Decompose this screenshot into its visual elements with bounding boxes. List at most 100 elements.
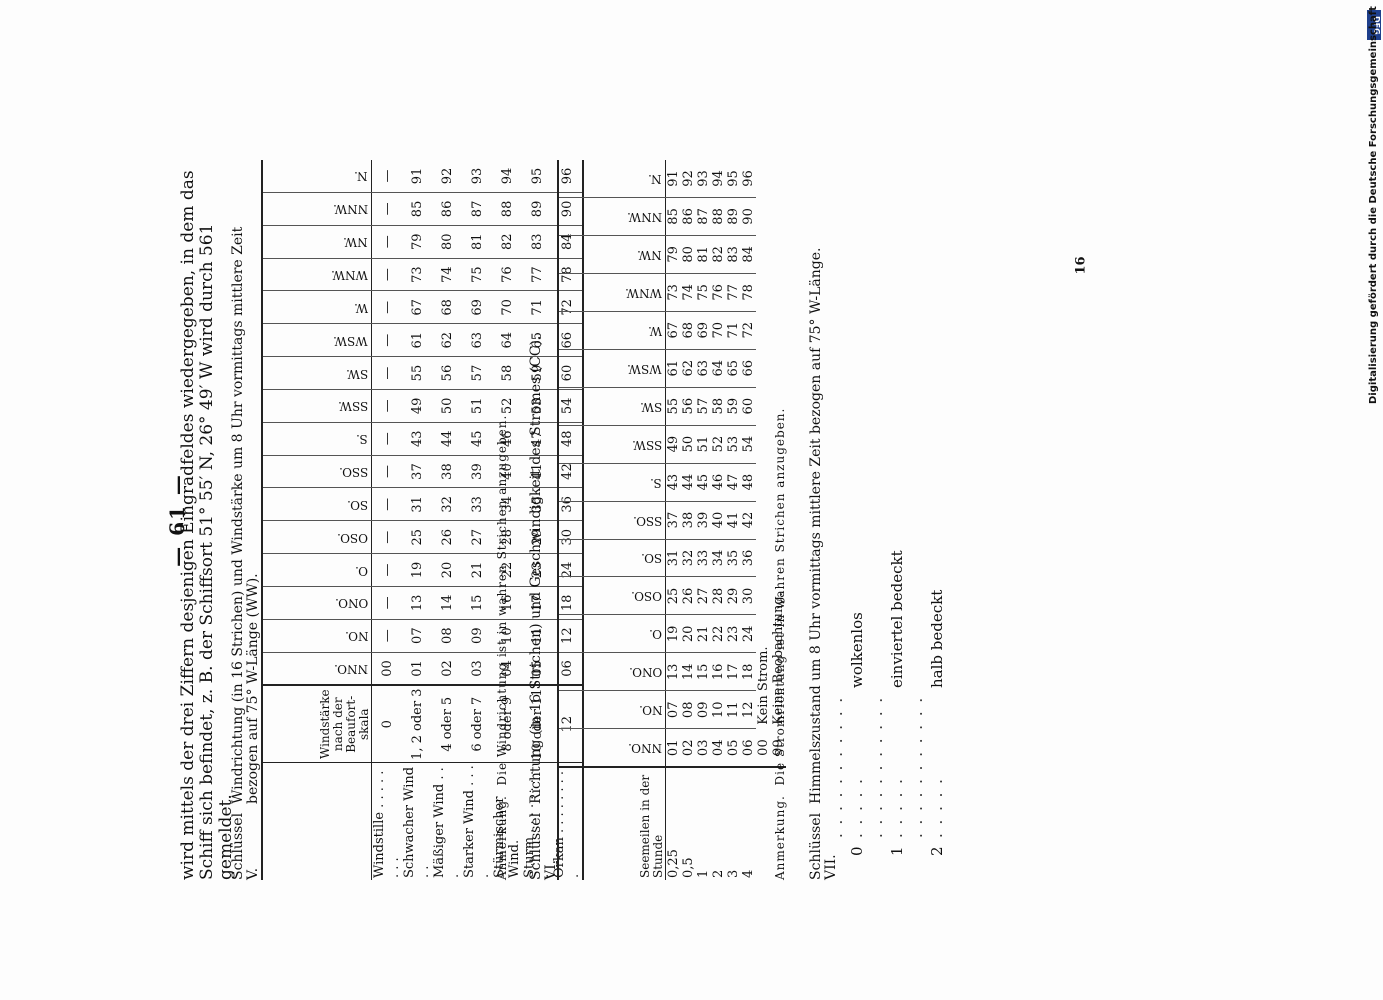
key5-dir-label: SW.	[345, 366, 368, 381]
key5-beaufort-value: 0	[371, 685, 402, 763]
key6-dir-label: ONO.	[628, 665, 662, 680]
key5-beaufort-value: 6 oder 7	[462, 685, 492, 763]
key6-dir-label: W.	[647, 323, 662, 338]
key5-dir-label: SSW.	[337, 399, 368, 414]
key5-dir-label: SSO.	[338, 465, 368, 480]
key6-code-cell: 33	[696, 539, 711, 577]
key6-code-cell: 24	[741, 614, 756, 653]
dfg-logo-badge: DFG	[1367, 10, 1381, 40]
key6-code-cell: 31	[665, 539, 681, 577]
key6-dir-header: WSW.	[558, 349, 666, 388]
key6-code-cell: 96	[741, 160, 756, 198]
key5-code-cell: —	[371, 160, 402, 193]
key5-dir-label: ONO.	[334, 596, 368, 611]
key6-code-cell: 80	[681, 235, 696, 274]
key6-dir-label: S.	[650, 475, 662, 490]
key6-code-cell: 68	[681, 311, 696, 350]
key7-text: einviertel bedeckt	[888, 550, 906, 688]
key6-dir-label: NNO.	[628, 741, 662, 756]
key5-code-cell: 75	[462, 258, 492, 291]
key5-code-cell: 44	[432, 422, 462, 456]
key5-corner	[262, 763, 372, 880]
key5-code-cell: 00	[371, 652, 402, 686]
key6-code-cell: 75	[696, 273, 711, 312]
key6-dir-label: NW.	[637, 247, 662, 262]
key5-code-cell: 37	[402, 455, 432, 488]
key7-dot-leader: . . . . . . . . . . . . . . . .	[908, 695, 946, 838]
rotated-content: — 61 — wird mittels der drei Ziffern des…	[165, 160, 1095, 880]
key6-code-cell: 22	[711, 614, 726, 653]
key5-code-cell: 03	[462, 652, 492, 686]
key5-code-cell: 86	[432, 192, 462, 226]
key5-code-cell: —	[371, 290, 402, 324]
key6-special-spacer	[756, 767, 771, 880]
key6-code-cell: 41	[726, 501, 741, 540]
key5-code-cell: 43	[402, 422, 432, 456]
key6-code-cell: 01	[665, 728, 681, 768]
key6-code-cell: 57	[696, 387, 711, 426]
key6-dir-header: N.	[558, 160, 666, 198]
key5-code-cell: 80	[432, 225, 462, 259]
key6-code-cell: 51	[696, 425, 711, 464]
key6-dir-label: WSW.	[627, 361, 662, 376]
key6-dir-header: SSW.	[558, 425, 666, 464]
key5-code-cell: 67	[402, 290, 432, 324]
key6-speed-value: 3	[726, 767, 741, 880]
key5-wind-category: Windstille . . . . . . . .	[372, 770, 402, 878]
key6-dir-label: OSO.	[630, 589, 662, 604]
key5-code-cell: —	[371, 520, 402, 554]
key6-code-cell: 71	[726, 311, 741, 350]
key5-code-cell: —	[371, 389, 402, 423]
key5-code-cell: 07	[402, 619, 432, 653]
key5-code-cell: —	[371, 225, 402, 259]
key6-special-code: 00	[756, 728, 771, 768]
key6-speed-header: Seemeilen in der Stunde	[558, 767, 666, 880]
key6-code-cell: 91	[665, 160, 681, 198]
key5-code-cell: 39	[462, 455, 492, 488]
key6-speed-value: 4	[741, 767, 756, 880]
key5-wind-category: Starker Wind . . . .	[462, 765, 492, 878]
key6-code-cell: 45	[696, 463, 711, 502]
key6-code-cell: 06	[741, 728, 756, 768]
key6-code-cell: 17	[726, 652, 741, 691]
key5-code-cell: 57	[462, 356, 492, 390]
key5-code-cell: —	[371, 258, 402, 291]
key5-code-cell: —	[371, 455, 402, 488]
key5-code-cell: 69	[462, 290, 492, 324]
key6-label: Schlüssel VI.	[528, 812, 559, 880]
key5-dir-header: WSW.	[262, 323, 372, 357]
key5-code-cell: —	[371, 586, 402, 620]
key6-code-cell: 76	[711, 273, 726, 312]
key5-dir-label: S.	[356, 432, 368, 447]
key6-code-cell: 10	[711, 690, 726, 729]
key5-dir-header: S.	[262, 422, 372, 456]
key6-code-cell: 28	[711, 576, 726, 615]
key5-title-block: Schlüssel V.Windrichtung (in 16 Strichen…	[230, 160, 261, 880]
dfg-credit-text: Digitalisierung gefördert durch die Deut…	[1368, 6, 1379, 404]
key5-code-cell: —	[371, 487, 402, 521]
key6-dir-header: NW.	[558, 235, 666, 274]
key6-code-cell: 58	[711, 387, 726, 426]
key6-code-cell: 09	[696, 690, 711, 729]
key6-dir-header: NNO.	[558, 728, 666, 768]
key5-code-cell: 09	[462, 619, 492, 653]
key5-code-cell: 79	[402, 225, 432, 259]
key6-code-cell: 32	[681, 539, 696, 577]
key5-code-cell: 45	[462, 422, 492, 456]
key6-code-cell: 46	[711, 463, 726, 502]
key5-dir-header: W.	[262, 290, 372, 324]
key5-dir-label: WSW.	[333, 333, 368, 348]
key6-code-cell: 37	[665, 501, 681, 540]
intro-paragraph: wird mittels der drei Ziffern desjenigen…	[178, 170, 236, 880]
key6-dir-header: SSO.	[558, 501, 666, 540]
key6-code-cell: 04	[711, 728, 726, 768]
key6-dir-label: O.	[649, 627, 662, 642]
key6-code-cell: 27	[696, 576, 711, 615]
key6-code-cell: 12	[741, 690, 756, 729]
key6-speed-value: 1	[696, 767, 711, 880]
key6-dir-label: NNW.	[626, 209, 662, 224]
